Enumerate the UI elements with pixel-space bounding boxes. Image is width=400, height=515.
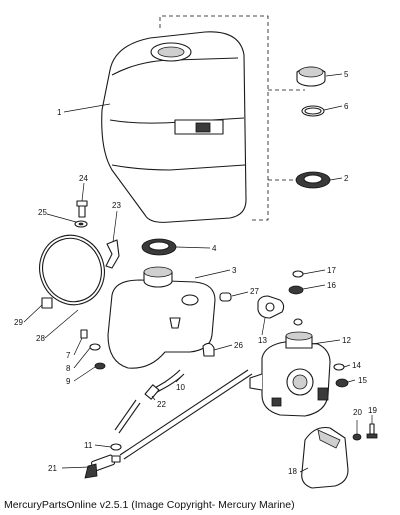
callout-13: 13 <box>258 336 267 345</box>
part-short-hose <box>114 399 141 434</box>
part-carburetor <box>249 331 331 417</box>
assembly-guide <box>159 15 269 221</box>
part-ring-seal <box>295 171 331 189</box>
part-bracket <box>105 239 120 269</box>
part-nut-left <box>94 362 106 370</box>
callout-24: 24 <box>79 174 88 183</box>
callout-25: 25 <box>38 208 47 217</box>
part-washer-top <box>292 270 304 278</box>
part-screw-left <box>80 329 88 339</box>
part-washer-small <box>352 433 362 441</box>
part-carb-gasket-hole <box>265 302 275 312</box>
part-nut <box>288 285 304 295</box>
callout-1: 1 <box>57 108 62 117</box>
part-screw-small <box>366 423 378 439</box>
part-engine-cover <box>101 31 247 223</box>
callout-15: 15 <box>358 376 367 385</box>
part-fuel-tank <box>107 266 216 369</box>
part-screw <box>76 200 88 218</box>
callout-21: 21 <box>48 464 57 473</box>
callout-9: 9 <box>66 377 71 386</box>
part-washer <box>74 220 88 228</box>
part-clip <box>41 297 53 309</box>
callout-11: 11 <box>84 441 93 450</box>
part-fuel-line <box>147 369 185 397</box>
callout-5: 5 <box>344 70 349 79</box>
leader-lines <box>23 73 373 473</box>
callout-6: 6 <box>344 102 349 111</box>
callout-14: 14 <box>352 361 361 370</box>
part-gasket-small <box>301 105 325 117</box>
callout-18: 18 <box>288 467 297 476</box>
part-line-connector <box>144 384 160 400</box>
part-clamp-strap <box>39 234 105 306</box>
callout-16: 16 <box>327 281 336 290</box>
callout-labels: 1 2 3 4 5 6 7 8 9 10 11 12 13 14 15 16 1… <box>14 70 377 476</box>
callout-19: 19 <box>368 406 377 415</box>
part-boot-face <box>317 429 341 449</box>
part-washer-left <box>89 343 101 351</box>
callout-4: 4 <box>212 244 217 253</box>
part-washer-right <box>333 363 345 371</box>
part-grommet <box>141 238 177 256</box>
part-fitting <box>219 292 232 302</box>
part-clamp-small <box>202 342 215 357</box>
callout-12: 12 <box>342 336 351 345</box>
callout-2: 2 <box>344 174 349 183</box>
part-fuel-connector <box>84 454 121 479</box>
callout-28: 28 <box>36 334 45 343</box>
callout-27: 27 <box>250 287 259 296</box>
callout-3: 3 <box>232 266 237 275</box>
callout-8: 8 <box>66 364 71 373</box>
callout-26: 26 <box>234 341 243 350</box>
callout-23: 23 <box>112 201 121 210</box>
part-line-clip <box>110 443 122 451</box>
callout-17: 17 <box>327 266 336 275</box>
part-nut-right <box>335 378 349 388</box>
copyright-footer: MercuryPartsOnline v2.5.1 (Image Copyrig… <box>4 499 295 511</box>
callout-20: 20 <box>353 408 362 417</box>
part-fuel-line-long <box>119 369 253 460</box>
callout-10: 10 <box>176 383 185 392</box>
part-washer-mid <box>293 318 303 326</box>
part-cap <box>296 66 326 87</box>
callout-22: 22 <box>157 400 166 409</box>
callout-29: 29 <box>14 318 23 327</box>
callout-7: 7 <box>66 351 71 360</box>
